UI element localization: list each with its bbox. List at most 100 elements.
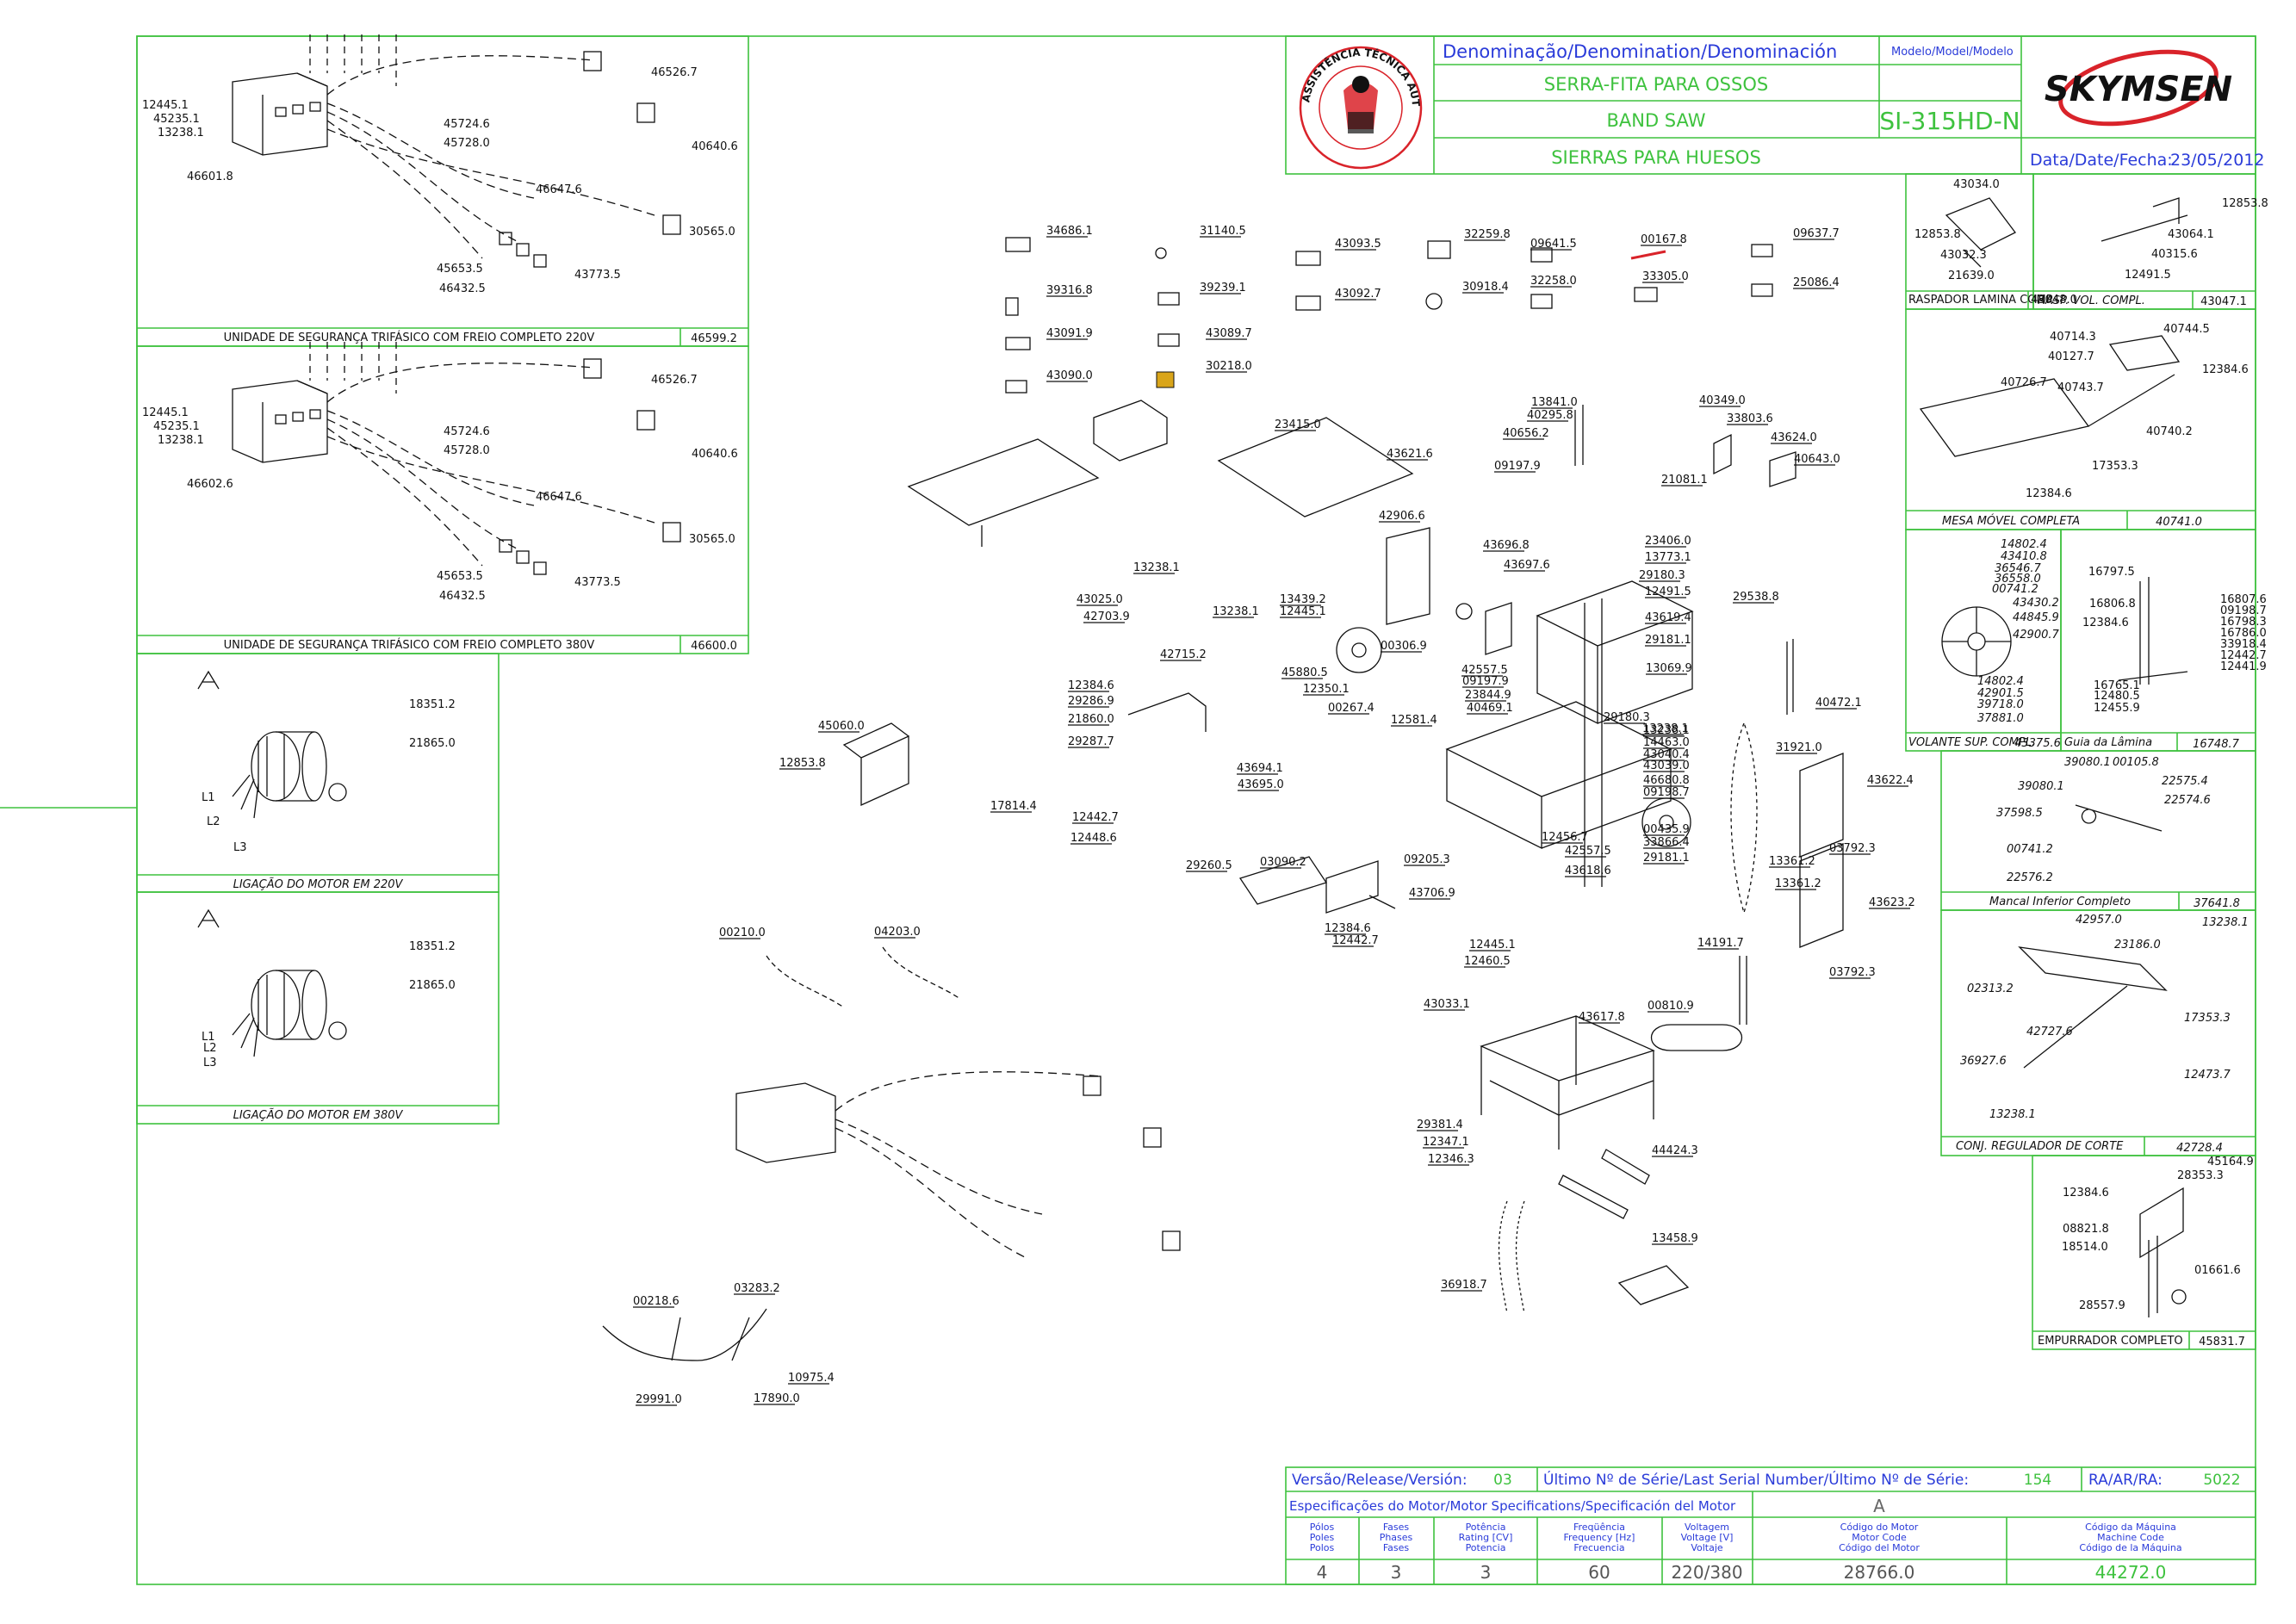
label: 00741.2 — [1992, 583, 2038, 596]
panel-raspador-lamina: 43034.0 12853.8 43032.3 21639.0 RASPADOR… — [1905, 173, 2055, 310]
label: 45724.6 — [444, 425, 490, 438]
part-label: 29180.3 — [1639, 569, 1685, 582]
label: 16806.8 — [2089, 598, 2136, 611]
part-label: 10975.4 — [788, 1372, 835, 1385]
panel2-labels: 12445.1 45235.1 13238.1 46602.6 46526.7 … — [142, 374, 738, 603]
label: 12473.7 — [2184, 1069, 2231, 1082]
footer-headers: PólosPolesPolosFasesPhasesFasesPotênciaR… — [1310, 1522, 2182, 1553]
label: 14802.4 — [2001, 538, 2047, 551]
panel1-code: 46599.2 — [691, 332, 737, 345]
panel-code: 43375.6 — [2014, 737, 2061, 750]
label: 45235.1 — [153, 113, 200, 126]
part-label: 21081.1 — [1661, 474, 1708, 487]
model-label: Modelo/Model/Modelo — [1891, 46, 2014, 59]
label: 42901.5 — [1977, 687, 2024, 700]
part-label: 03792.3 — [1829, 842, 1876, 855]
part-label: 13238.1 — [1643, 724, 1690, 737]
part-label: 12853.8 — [779, 757, 826, 770]
part-label: 13439.2 — [1280, 593, 1326, 606]
label: 42727.6 — [2026, 1026, 2073, 1038]
label: 12384.6 — [2063, 1187, 2109, 1199]
panel-title: Mancal Inferior Completo — [1989, 896, 2131, 908]
label: 40640.6 — [692, 448, 738, 461]
name-en: BAND SAW — [1606, 110, 1705, 131]
part-label: 33803.6 — [1727, 412, 1773, 425]
panel1-title: UNIDADE DE SEGURANÇA TRIFÁSICO COM FREIO… — [224, 331, 595, 344]
part-label: 32259.8 — [1464, 228, 1511, 241]
label: 30565.0 — [689, 533, 735, 546]
part-label: 03283.2 — [734, 1282, 780, 1295]
part-label: 29181.1 — [1643, 852, 1690, 865]
label: 40740.2 — [2146, 425, 2193, 438]
part-label: 12384.6 — [1325, 922, 1371, 935]
label: 00741.2 — [2007, 843, 2053, 856]
part-label: 09641.5 — [1530, 238, 1577, 251]
footer-header-cell: Código de la Máquina — [2079, 1542, 2181, 1553]
part-label: 12456.7 — [1542, 831, 1588, 844]
label: 40640.6 — [692, 140, 738, 153]
label: 21639.0 — [1948, 270, 1995, 282]
version-value: 03 — [1493, 1472, 1512, 1489]
label: 12384.6 — [2202, 363, 2249, 376]
part-label: 13361.2 — [1769, 855, 1815, 868]
part-label: 23844.9 — [1465, 689, 1511, 702]
part-label: 42906.6 — [1379, 510, 1425, 523]
label: 28353.3 — [2177, 1169, 2224, 1182]
label: 42957.0 — [2076, 914, 2122, 927]
part-label: 13841.0 — [1531, 396, 1578, 409]
label: 39718.0 — [1977, 698, 2024, 711]
part-label: 31921.0 — [1776, 741, 1822, 754]
model-number: SI-315HD-N — [1879, 107, 2020, 135]
exploded-view-drawing — [602, 237, 1844, 1361]
footer-header-cell: Freqüência — [1573, 1522, 1625, 1533]
part-label: 43025.0 — [1077, 593, 1123, 606]
part-label: 29260.5 — [1186, 859, 1232, 872]
part-label: 23406.0 — [1645, 535, 1691, 548]
part-label: 00218.6 — [633, 1295, 679, 1308]
label: 12441.9 — [2220, 660, 2267, 673]
version-label: Versão/Release/Versión: — [1292, 1472, 1468, 1489]
skymsen-logo: SKYMSEN — [2045, 49, 2232, 127]
label: L3 — [233, 841, 247, 854]
label: 21865.0 — [409, 737, 456, 750]
part-label: 00810.9 — [1648, 1000, 1694, 1013]
label: 18351.2 — [409, 940, 456, 953]
part-label: 13238.1 — [1642, 722, 1689, 735]
footer-header-cell: Potencia — [1466, 1542, 1506, 1553]
part-label: 43695.0 — [1238, 778, 1284, 791]
part-label: 43039.0 — [1643, 759, 1690, 772]
label: 37598.5 — [1996, 807, 2043, 820]
part-label: 43621.6 — [1387, 448, 1433, 461]
panel-code: 16748.7 — [2193, 738, 2239, 751]
panel-safety-unit-220v: UNIDADE DE SEGURANÇA TRIFÁSICO COM FREIO… — [136, 34, 749, 347]
part-label: 39239.1 — [1200, 282, 1246, 294]
label: L1 — [202, 791, 215, 804]
title-block: ASSISTÊNCIA TÉCNICA AUTORIZADA Denominaç… — [0, 0, 2265, 175]
part-label: 43622.4 — [1867, 774, 1914, 787]
brand-text: SKYMSEN — [2045, 70, 2232, 109]
part-label: 13361.2 — [1775, 877, 1821, 890]
footer-header-cell: Polos — [1310, 1542, 1335, 1553]
part-label: 43623.2 — [1869, 896, 1915, 909]
part-label: 09198.7 — [1643, 786, 1690, 799]
footer-header-cell: Voltaje — [1691, 1542, 1723, 1553]
part-label: 14463.0 — [1643, 736, 1690, 749]
part-label: 29286.9 — [1068, 695, 1114, 708]
part-label: 46680.8 — [1643, 774, 1690, 787]
footer-header-cell: Voltage [V] — [1681, 1532, 1734, 1543]
label: 40743.7 — [2057, 381, 2104, 394]
part-label: 43696.8 — [1483, 539, 1530, 552]
motor-spec-label: Especificações do Motor/Motor Specificat… — [1289, 1498, 1736, 1514]
label: 43773.5 — [574, 576, 621, 589]
panel-code: 40741.0 — [2156, 516, 2202, 529]
footer-header-cell: Fases — [1383, 1542, 1410, 1553]
part-label: 09197.9 — [1494, 460, 1541, 473]
label: 16765.1 — [2094, 679, 2140, 692]
label: 36546.7 — [1995, 562, 2041, 575]
footer-value-cell: 44272.0 — [2095, 1562, 2167, 1583]
svg-text:ASSISTÊNCIA TÉCNICA AUTORIZADA: ASSISTÊNCIA TÉCNICA AUTORIZADA — [0, 0, 1422, 108]
label: L3 — [203, 1057, 217, 1069]
label: 12442.7 — [2220, 649, 2267, 662]
date-label: Data/Date/Fecha: — [2030, 151, 2173, 170]
